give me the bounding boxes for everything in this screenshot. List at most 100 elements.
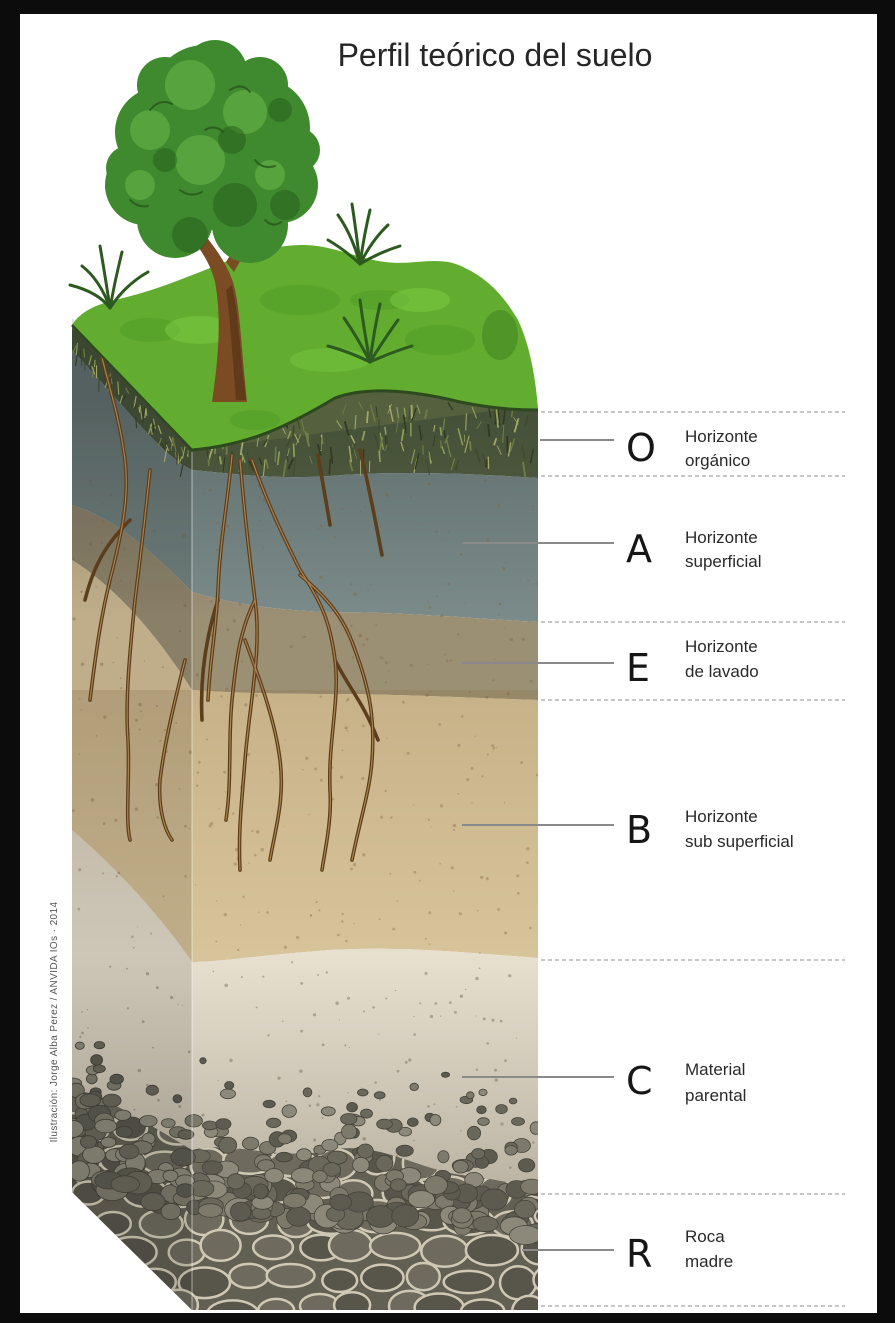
pebble — [472, 1149, 485, 1159]
soil-speckle — [216, 900, 217, 901]
soil-speckle — [441, 539, 442, 540]
pebble — [278, 1134, 292, 1144]
canopy-lobe — [276, 128, 320, 172]
pebble — [353, 1157, 370, 1172]
soil-speckle — [425, 938, 427, 940]
soil-speckle — [232, 812, 235, 815]
soil-speckle — [310, 915, 312, 917]
soil-speckle — [195, 884, 196, 885]
pebble — [216, 1119, 231, 1130]
horizon-letter-e: E — [626, 646, 650, 690]
bedrock-block — [370, 1233, 420, 1259]
pebble — [514, 1200, 535, 1218]
pebble — [347, 1102, 358, 1112]
soil-speckle — [430, 826, 431, 827]
pebble — [266, 1118, 280, 1127]
soil-speckle — [366, 638, 369, 641]
bedrock-block — [329, 1230, 372, 1261]
soil-speckle — [277, 1076, 280, 1079]
soil-speckle — [428, 606, 431, 609]
soil-speckle — [260, 848, 264, 852]
pebble — [330, 1194, 352, 1210]
soil-speckle — [379, 1100, 381, 1102]
soil-speckle — [457, 793, 459, 795]
soil-speckle — [226, 628, 229, 631]
illustration-credit: Ilustración: Jorge Alba Perez / ANVIDA I… — [49, 902, 60, 1143]
canopy-shadow — [270, 190, 300, 220]
soil-speckle — [320, 525, 322, 527]
soil-speckle — [210, 600, 213, 603]
pebble — [242, 1137, 258, 1150]
soil-speckle — [460, 553, 463, 556]
soil-speckle — [372, 1006, 375, 1009]
pebble — [198, 1204, 222, 1218]
soil-speckle — [383, 658, 384, 659]
pebble — [253, 1184, 268, 1199]
soil-speckle — [224, 913, 227, 916]
pebble — [263, 1100, 275, 1107]
soil-speckle — [504, 931, 507, 934]
soil-speckle — [483, 1017, 486, 1020]
soil-speckle — [350, 868, 353, 871]
canopy-shadow — [213, 183, 257, 227]
soil-speckle — [529, 927, 532, 930]
soil-speckle — [365, 506, 366, 507]
soil-speckle — [444, 654, 446, 656]
pebble — [358, 1144, 374, 1158]
pebble — [265, 1169, 284, 1183]
horizon-name-c-line2: parental — [685, 1086, 746, 1105]
soil-speckle — [486, 877, 489, 880]
soil-speckle — [356, 670, 357, 671]
pebble — [410, 1083, 419, 1090]
bedrock-block — [444, 1271, 494, 1293]
horizon-name-e-line1: Horizonte — [685, 637, 758, 656]
horizon-letter-b: B — [626, 808, 652, 852]
soil-speckle — [522, 638, 525, 641]
soil-speckle — [460, 1130, 461, 1131]
soil-speckle — [495, 658, 496, 659]
grass-patch — [482, 310, 518, 360]
horizon-letter-c: C — [626, 1059, 653, 1103]
diagram-title: Perfil teórico del suelo — [338, 37, 653, 73]
pebble — [510, 1226, 542, 1245]
soil-speckle — [335, 1001, 339, 1005]
soil-speckle — [359, 634, 362, 637]
soil-speckle — [337, 934, 340, 937]
pebble — [297, 1149, 312, 1161]
soil-speckle — [535, 583, 537, 585]
pebble — [496, 1105, 508, 1114]
soil-speckle — [385, 681, 387, 683]
soil-speckle — [454, 505, 455, 506]
organic-fiber — [321, 437, 322, 450]
horizon-letter-o: O — [626, 426, 656, 470]
soil-speckle — [219, 808, 220, 809]
soil-speckle — [344, 1044, 346, 1046]
soil-speckle — [330, 666, 331, 667]
pebble — [505, 1146, 517, 1156]
soil-speckle — [480, 876, 483, 879]
soil-speckle — [237, 949, 239, 951]
soil-speckle — [460, 994, 463, 997]
soil-speckle — [481, 775, 483, 777]
soil-speckle — [410, 664, 413, 667]
soil-speckle — [504, 1059, 507, 1062]
soil-speckle — [353, 863, 356, 866]
soil-speckle — [362, 643, 365, 646]
pebble — [219, 1137, 237, 1153]
pebble — [390, 1179, 406, 1191]
soil-speckle — [498, 614, 500, 616]
soil-speckle — [302, 636, 304, 638]
organic-fiber — [293, 425, 294, 437]
soil-speckle — [435, 530, 438, 533]
organic-fiber — [139, 407, 140, 413]
soil-speckle — [502, 567, 505, 570]
soil-speckle — [212, 971, 214, 973]
soil-speckle — [201, 1114, 204, 1117]
soil-speckle — [468, 1171, 470, 1173]
soil-speckle — [313, 1013, 316, 1016]
pebble — [200, 1058, 206, 1064]
soil-speckle — [465, 989, 466, 990]
soil-speckle — [326, 971, 328, 973]
soil-speckle — [374, 1081, 377, 1084]
pebble — [366, 1206, 394, 1228]
